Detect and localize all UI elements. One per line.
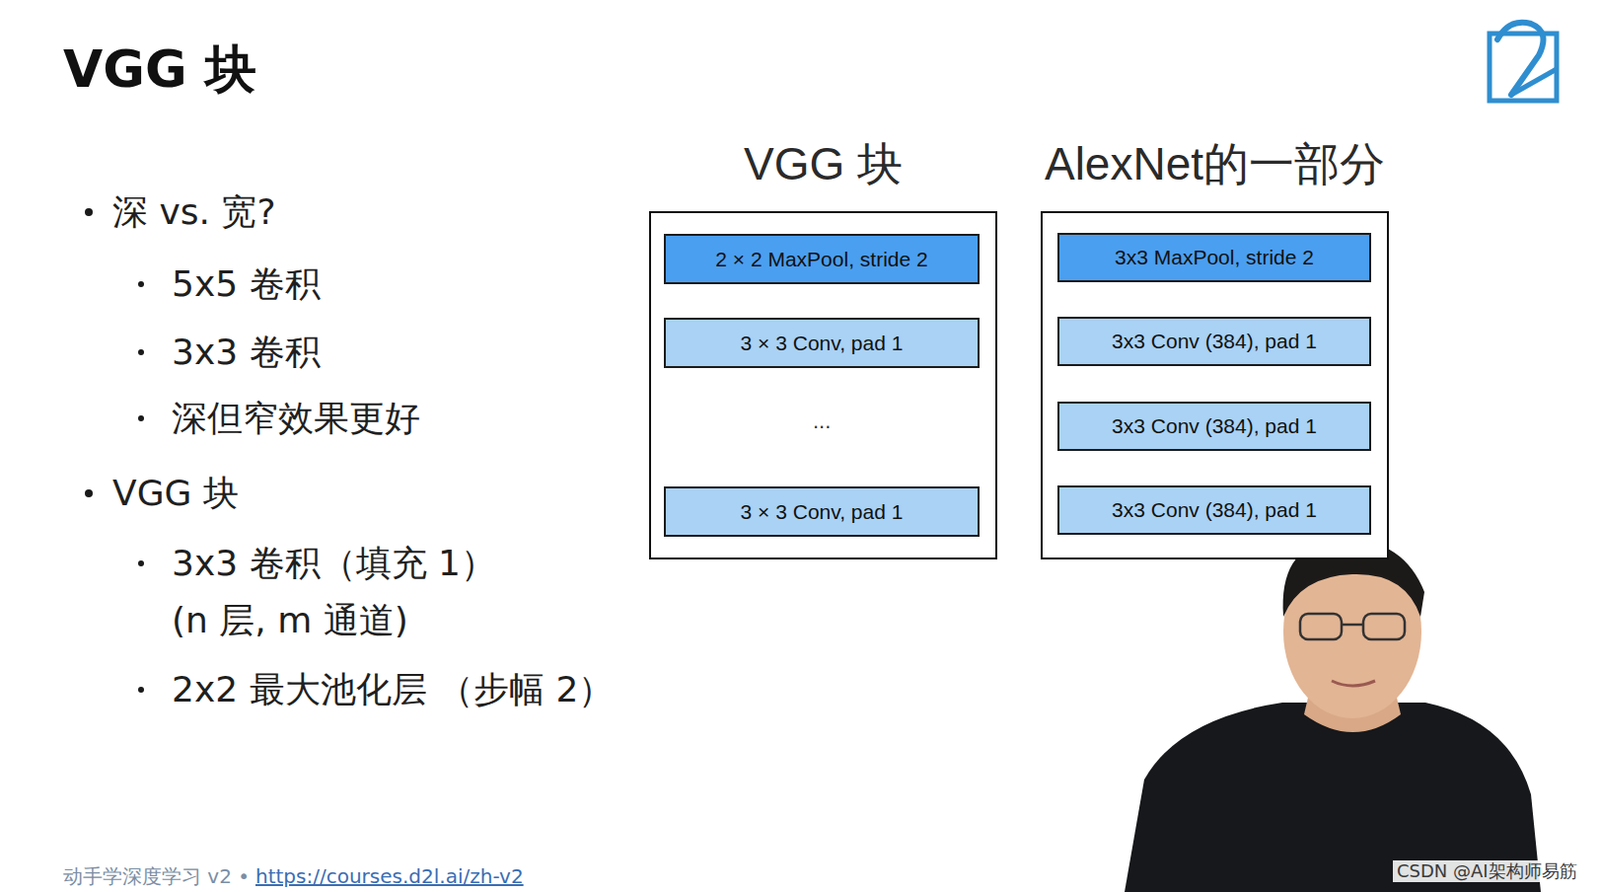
layer-box: 3x3 Conv (384), pad 1 xyxy=(1057,316,1372,366)
bullet-text: 深 vs. 宽? xyxy=(112,190,277,233)
layer-box: 3x3 Conv (384), pad 1 xyxy=(1057,401,1372,451)
glasses-bridge xyxy=(1341,623,1364,627)
bullet-dot xyxy=(84,208,93,217)
block-frame: AlexNet的一部分3x3 MaxPool, stride 23x3 Conv… xyxy=(1040,211,1389,560)
layer-box: 3x3 MaxPool, stride 2 xyxy=(1057,232,1372,283)
layer-box: 3 × 3 Conv, pad 1 xyxy=(663,317,980,368)
layer-box: 3 × 3 Conv, pad 1 xyxy=(663,486,980,537)
logo-frame xyxy=(1489,33,1557,101)
bullet-dot xyxy=(138,686,145,693)
bullet-text: 5x5 卷积 xyxy=(171,262,321,305)
layer-label: 3x3 Conv (384), pad 1 xyxy=(1111,498,1317,522)
layer-label: 2 × 2 MaxPool, stride 2 xyxy=(715,247,928,272)
block-heading: VGG 块 xyxy=(743,136,903,192)
footer-text: 动手学深度学习 v2 • xyxy=(63,864,250,888)
layer-label: 3x3 MaxPool, stride 2 xyxy=(1114,245,1314,270)
footer-link: https://courses.d2l.ai/zh-v2 xyxy=(255,864,524,888)
bullet-dot xyxy=(138,415,145,422)
layer-box: 2 × 2 MaxPool, stride 2 xyxy=(663,233,980,285)
slide-title: VGG 块 xyxy=(63,37,257,101)
bullet-text: 深但窄效果更好 xyxy=(171,396,421,439)
layer-label: 3 × 3 Conv, pad 1 xyxy=(740,331,904,356)
block-frame: VGG 块2 × 2 MaxPool, stride 23 × 3 Conv, … xyxy=(649,211,998,560)
bullet-dot xyxy=(138,281,145,288)
presenter xyxy=(1124,539,1541,892)
bullet-text: 3x3 卷积（填充 1） (n 层, m 通道) xyxy=(171,534,508,650)
layer-box: 3x3 Conv (384), pad 1 xyxy=(1057,485,1372,535)
watermark: CSDN @AI架构师易筋 xyxy=(1392,860,1582,882)
bullet-dot xyxy=(138,349,145,356)
bullet-dot xyxy=(84,489,93,498)
bullet-dot xyxy=(138,560,145,567)
layer-label: 3 × 3 Conv, pad 1 xyxy=(740,500,904,524)
glasses xyxy=(1363,613,1405,640)
mouth xyxy=(1331,680,1376,686)
bullet-text: 2x2 最大池化层 （步幅 2） xyxy=(171,667,614,711)
glasses xyxy=(1300,613,1342,640)
edge-label: ... xyxy=(808,409,835,434)
layer-label: 3x3 Conv (384), pad 1 xyxy=(1111,329,1317,354)
block-heading: AlexNet的一部分 xyxy=(1044,136,1385,192)
logo-stroke xyxy=(1497,22,1544,95)
bullet-text: VGG 块 xyxy=(112,471,239,514)
bullet-text: 3x3 卷积 xyxy=(171,330,321,373)
layer-label: 3x3 Conv (384), pad 1 xyxy=(1111,414,1317,438)
logo-stroke xyxy=(1511,69,1557,95)
d2l-logo xyxy=(1489,22,1557,101)
